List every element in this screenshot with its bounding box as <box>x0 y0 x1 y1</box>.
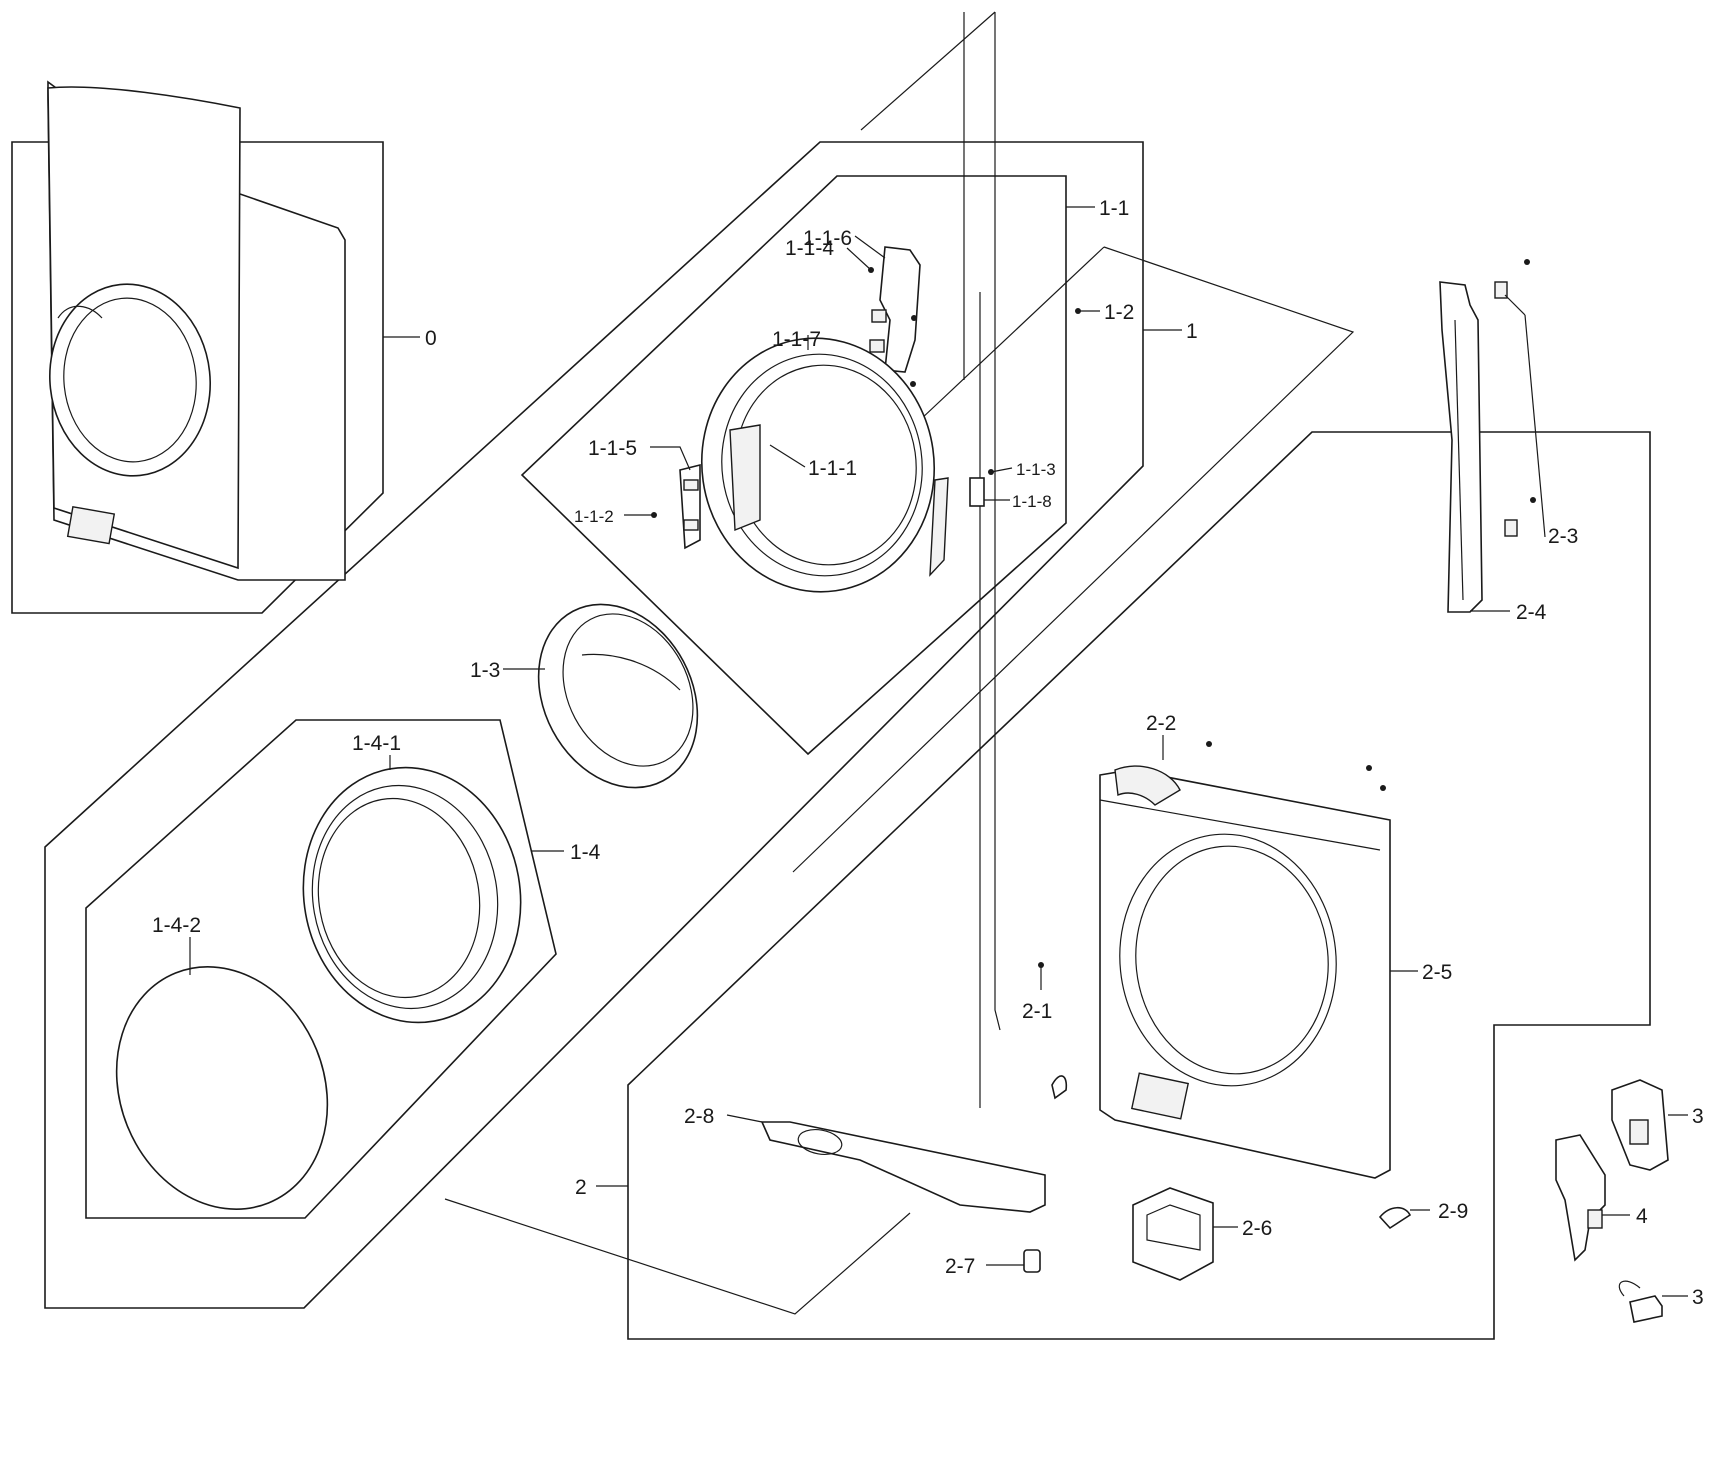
label-1-1-5: 1-1-5 <box>588 437 637 460</box>
leader-1-1-6 <box>854 235 886 259</box>
leader-1-1-5 <box>650 446 691 471</box>
part-sensor-lower <box>1618 1280 1663 1323</box>
leader-2-3 <box>1504 294 1526 316</box>
label-1-1: 1-1 <box>1099 197 1129 220</box>
part-bottom-cover <box>760 1121 1046 1213</box>
guide-line-7 <box>860 11 996 131</box>
guide-line-5 <box>994 12 1001 1031</box>
guide-line-3 <box>919 246 1105 421</box>
label-3-lower: 3 <box>1692 1286 1704 1309</box>
label-1-3: 1-3 <box>470 659 500 682</box>
label-1-1-7: 1-1-7 <box>772 328 821 351</box>
part-hinge <box>868 246 921 387</box>
label-2: 2 <box>575 1176 587 1199</box>
part-dispenser-housing <box>1132 1187 1214 1281</box>
part-small-latch <box>1023 1249 1041 1273</box>
label-2-1: 2-1 <box>1022 1000 1052 1023</box>
part-front-panel <box>1038 741 1391 1179</box>
label-1: 1 <box>1186 320 1198 343</box>
part-side-bracket <box>1439 259 1536 613</box>
label-1-4: 1-4 <box>570 841 601 864</box>
label-1-4-2: 1-4-2 <box>152 914 201 937</box>
part-clip <box>1051 1075 1412 1230</box>
leader-2-8 <box>726 1114 763 1123</box>
label-2-7: 2-7 <box>945 1255 975 1278</box>
frame-door-outer <box>520 175 1067 756</box>
label-1-1-1: 1-1-1 <box>808 457 857 480</box>
frame-door-glass <box>85 719 557 1219</box>
label-1-1-3: 1-1-3 <box>1016 460 1056 479</box>
part-switch-upper <box>1611 1079 1669 1171</box>
label-2-9: 2-9 <box>1438 1200 1468 1223</box>
leader-2-3-label <box>1524 314 1546 538</box>
label-2-6: 2-6 <box>1242 1217 1272 1240</box>
leader-1-1-1 <box>769 444 806 468</box>
label-1-2: 1-2 <box>1104 301 1134 324</box>
label-0: 0 <box>425 327 437 350</box>
label-1-1-2: 1-1-2 <box>574 507 614 526</box>
part-door-glass <box>115 966 329 1210</box>
label-1-1-6: 1-1-6 <box>803 227 852 250</box>
label-3-upper: 3 <box>1692 1105 1704 1128</box>
label-2-4: 2-4 <box>1516 601 1547 624</box>
part-door-outer-ring <box>700 337 949 593</box>
label-1-4-1: 1-4-1 <box>352 732 401 755</box>
label-1-1-4: 1-1-4 <box>785 237 834 260</box>
label-2-3: 2-3 <box>1548 525 1578 548</box>
frame-door-assembly <box>44 141 1144 1309</box>
part-door-catch <box>969 308 1081 507</box>
guide-line-2 <box>444 1198 911 1315</box>
label-1-1-8: 1-1-8 <box>1012 492 1052 511</box>
label-2-2: 2-2 <box>1146 712 1176 735</box>
part-washer-unit <box>47 80 346 581</box>
label-2-8: 2-8 <box>684 1105 714 1128</box>
frame-front-panel <box>627 431 1651 1340</box>
leader-1-1-4 <box>846 247 872 271</box>
part-lock-bracket <box>651 463 701 550</box>
part-door-liner <box>537 603 699 789</box>
part-door-inner-ring <box>302 766 522 1024</box>
leader-1-1-3 <box>990 467 1013 473</box>
label-4: 4 <box>1636 1205 1648 1228</box>
label-2-5: 2-5 <box>1422 961 1452 984</box>
part-bracket-4 <box>1555 1134 1606 1262</box>
